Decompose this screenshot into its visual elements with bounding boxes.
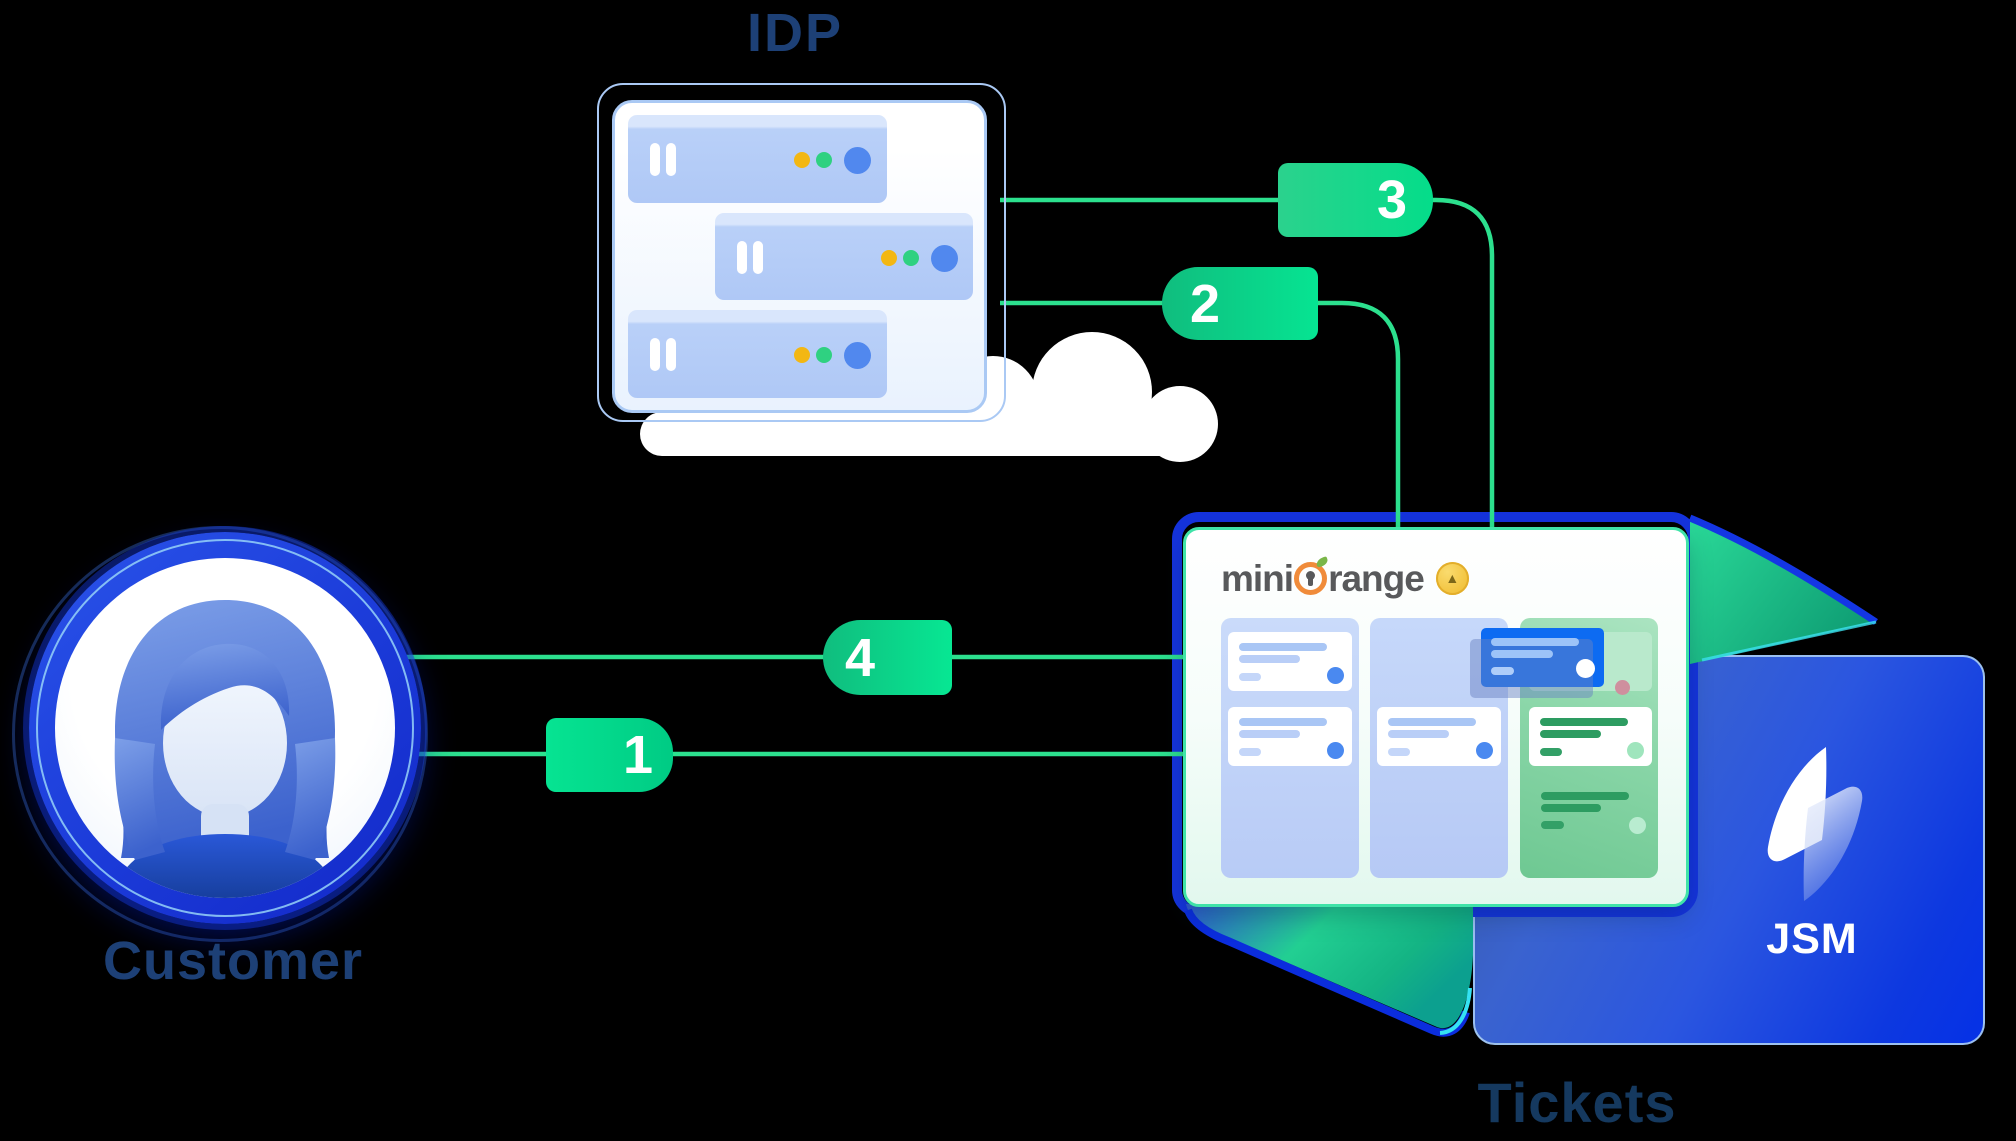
status-dot-blue-icon [844,147,871,174]
tickets-label: Tickets [1477,1071,1677,1134]
flow-badge-3: 3 [1278,163,1433,237]
flow-badge-4: 4 [823,620,952,695]
text-line [1239,718,1327,726]
outer-ring-icon [12,526,428,942]
customer-avatar [12,524,429,942]
kanban-card [1377,707,1501,766]
server-row [628,115,887,203]
status-dot-yellow-icon [794,152,810,168]
status-dot-green-icon [816,152,832,168]
marketplace-badge-icon: ▲ [1435,561,1469,595]
text-line [1541,804,1601,812]
avatar-dot-icon [1327,667,1344,684]
customer-label: Customer [102,931,364,991]
flow-badge-2: 2 [1162,267,1318,340]
avatar-dot-icon [1576,659,1595,678]
avatar-dot-icon [1627,742,1644,759]
orange-lock-icon [1294,555,1330,595]
jsm-logo-icon [1767,747,1863,901]
idp-label: IDP [746,3,844,63]
woman-avatar-icon [113,600,337,898]
ticket-popup-card [1470,628,1604,698]
server-row [628,310,887,398]
flow-badge-1: 1 [546,718,673,792]
idp-server-box [612,100,987,413]
status-dot-blue-icon [844,342,871,369]
logo-text-range: range [1328,557,1425,599]
keyhole-stem-icon [1308,576,1314,586]
avatar-dot-icon [1629,817,1646,834]
flow-step-number: 2 [1190,273,1221,334]
status-dot-yellow-icon [794,347,810,363]
text-line [1388,730,1449,738]
leaf-icon [1315,555,1330,568]
text-line [1239,655,1300,663]
text-line [1239,673,1261,681]
text-line [1239,643,1327,651]
server-row [715,213,973,300]
miniorange-logo: mini range ▲ [1221,555,1469,599]
status-dot-blue-icon [931,245,958,272]
server-slot-icon [666,143,676,176]
kanban-card [1529,707,1652,766]
text-line [1540,748,1562,756]
logo-text-mini: mini [1221,557,1294,599]
kanban-card [1228,632,1352,691]
jsm-label: JSM [1766,915,1858,963]
avatar-dot-icon [1327,742,1344,759]
status-dot-green-icon [816,347,832,363]
text-line [1540,718,1628,726]
server-slot-icon [737,241,747,274]
text-line [1540,730,1601,738]
cloud-bump [1032,332,1152,452]
kanban-column-blue [1221,618,1359,878]
text-line [1491,650,1553,658]
server-slot-icon [650,338,660,371]
flow-step-number: 1 [622,725,653,785]
text-line [1239,730,1300,738]
text-line [1388,748,1410,756]
avatar [55,558,395,898]
flow-step-number: 3 [1376,170,1407,230]
kanban-card [1228,707,1352,766]
server-slot-icon [666,338,676,371]
text-line [1239,748,1261,756]
miniorange-card: mini range ▲ [1183,527,1689,907]
avatar-dot-icon [1615,680,1630,695]
text-line [1491,638,1579,646]
server-slot-icon [753,241,763,274]
text-line [1491,667,1514,675]
status-dot-yellow-icon [881,250,897,266]
flow-step-number: 4 [845,627,876,688]
avatar-dot-icon [1476,742,1493,759]
text-line [1541,792,1629,800]
text-line [1541,821,1564,829]
cloud-bump [1142,386,1218,462]
text-line [1388,718,1476,726]
status-dot-green-icon [903,250,919,266]
server-slot-icon [650,143,660,176]
